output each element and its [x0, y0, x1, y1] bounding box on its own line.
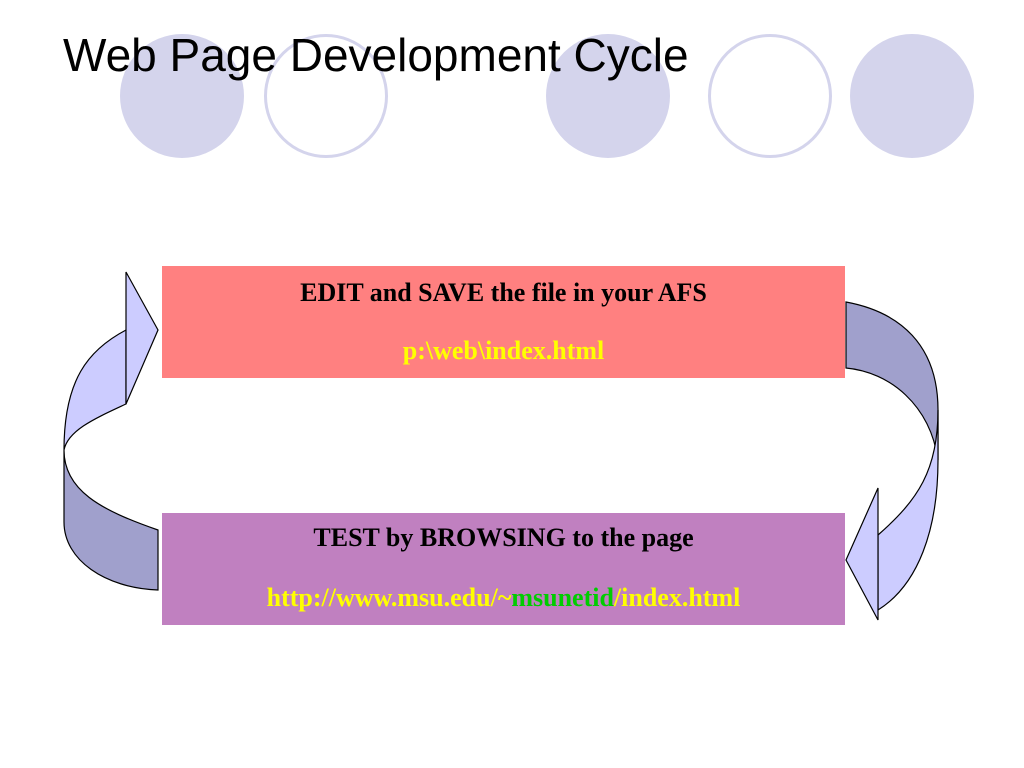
- decor-circle-5: [850, 34, 974, 158]
- test-step-heading: TEST by BROWSING to the page: [313, 523, 694, 552]
- test-step-url: http://www.msu.edu/~msunetid/index.html: [162, 583, 845, 613]
- left-arrow-lower-band: [63, 449, 159, 591]
- test-url-prefix: http://www.msu.edu/~: [266, 583, 512, 612]
- curved-arrow-down-icon: [845, 301, 939, 621]
- test-url-highlight: msunetid: [511, 583, 614, 612]
- decor-circle-2: [264, 34, 388, 158]
- test-url-suffix: /index.html: [613, 583, 741, 612]
- right-arrow-head: [845, 487, 879, 621]
- decor-circle-1: [120, 34, 244, 158]
- right-arrow-upper-band: [845, 301, 939, 461]
- left-arrow-upper-band: [63, 329, 127, 451]
- decor-circle-4: [708, 34, 832, 158]
- edit-step-path: p:\web\index.html: [402, 336, 605, 365]
- curved-arrow-up-icon: [63, 271, 159, 591]
- slide-title: Web Page Development Cycle: [63, 29, 689, 81]
- edit-step-box: EDIT and SAVE the file in your AFS p:\we…: [162, 266, 845, 378]
- decor-circle-3: [546, 34, 670, 158]
- right-arrow-lower-band: [877, 409, 939, 612]
- left-arrow-head: [125, 271, 159, 405]
- test-step-box: TEST by BROWSING to the page http://www.…: [162, 513, 845, 625]
- edit-step-heading: EDIT and SAVE the file in your AFS: [300, 278, 707, 307]
